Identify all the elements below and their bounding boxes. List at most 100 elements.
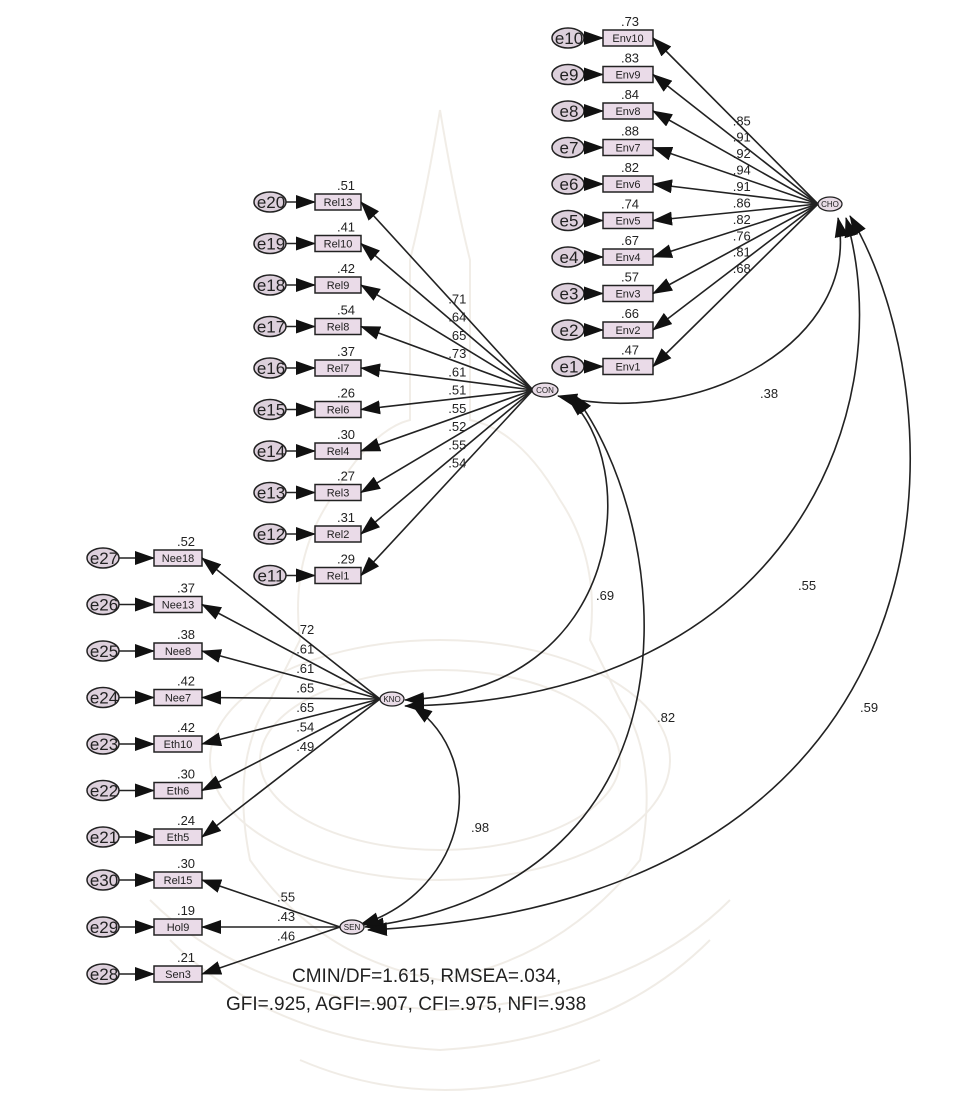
observed-label: Rel9 (327, 280, 350, 292)
corr-label-kno-sen: .98 (471, 820, 489, 835)
observed-label: Rel1 (327, 571, 350, 583)
loading-path (361, 390, 533, 534)
observed-label: Rel2 (327, 529, 350, 541)
r-squared-label: .30 (177, 767, 195, 782)
loading-path (202, 605, 380, 700)
observed-label: Rel8 (327, 322, 350, 334)
r-squared-label: .24 (177, 813, 195, 828)
loading-label: .49 (296, 739, 314, 754)
error-label: e25 (90, 642, 118, 661)
error-label: e5 (560, 212, 579, 231)
observed-label: Env4 (615, 252, 640, 264)
observed-label: Rel10 (324, 239, 353, 251)
observed-label: Sen3 (165, 969, 191, 981)
error-label: e26 (90, 596, 118, 615)
loading-label: .46 (277, 929, 295, 944)
loading-label: .61 (296, 661, 314, 676)
loading-label: .55 (448, 401, 466, 416)
error-label: e19 (257, 235, 285, 254)
r-squared-label: .41 (337, 220, 355, 235)
loading-label: .82 (733, 212, 751, 227)
observed-label: Nee18 (162, 553, 194, 565)
error-label: e22 (90, 782, 118, 801)
error-label: e1 (560, 358, 579, 377)
corr-label-cho-con: .38 (760, 386, 778, 401)
error-label: e27 (90, 549, 118, 568)
error-label: e2 (560, 321, 579, 340)
loading-label: .65 (296, 680, 314, 695)
error-label: e23 (90, 735, 118, 754)
observed-label: Env3 (615, 289, 640, 301)
r-squared-label: .82 (621, 160, 639, 175)
loading-label: .68 (733, 261, 751, 276)
error-label: e13 (257, 484, 285, 503)
loading-label: .61 (296, 641, 314, 656)
error-label: e4 (560, 248, 579, 267)
loading-label: .55 (277, 889, 295, 904)
loading-label: .92 (733, 146, 751, 161)
correlation-arc-cho-con (558, 218, 840, 403)
observed-label: Rel15 (164, 875, 193, 887)
observed-label: Env9 (615, 70, 640, 82)
loading-label: .52 (448, 419, 466, 434)
r-squared-label: .88 (621, 124, 639, 139)
loading-path (361, 368, 533, 390)
error-label: e8 (560, 102, 579, 121)
loading-path (361, 285, 533, 390)
latent-cho: CHO (818, 197, 842, 211)
error-label: e21 (90, 828, 118, 847)
error-label: e17 (257, 318, 285, 337)
error-label: e7 (560, 139, 579, 158)
latent-con: CON (532, 383, 558, 397)
r-squared-label: .38 (177, 627, 195, 642)
r-squared-label: .42 (177, 720, 195, 735)
observed-label: Eth10 (164, 739, 193, 751)
error-label: e15 (257, 401, 285, 420)
r-squared-label: .19 (177, 903, 195, 918)
latent-sen: SEN (340, 920, 364, 934)
observed-label: Env1 (615, 362, 640, 374)
error-label: e10 (555, 29, 583, 48)
loading-label: .94 (733, 163, 751, 178)
r-squared-label: .51 (337, 178, 355, 193)
error-label: e18 (257, 276, 285, 295)
loading-path (361, 390, 533, 576)
loading-label: .85 (733, 113, 751, 128)
r-squared-label: .29 (337, 552, 355, 567)
fit-indices-line-2: GFI=.925, AGFI=.907, CFI=.975, NFI=.938 (226, 994, 586, 1015)
r-squared-label: .30 (177, 856, 195, 871)
observed-label: Nee7 (165, 693, 191, 705)
observed-label: Rel13 (324, 197, 353, 209)
loading-path (361, 327, 533, 391)
observed-label: Nee13 (162, 600, 194, 612)
loading-label: .54 (448, 456, 466, 471)
loading-path (202, 699, 380, 837)
r-squared-label: .42 (177, 674, 195, 689)
svg-text:CON: CON (536, 386, 554, 395)
error-label: e16 (257, 359, 285, 378)
loading-label: .51 (448, 383, 466, 398)
loading-label: .91 (733, 179, 751, 194)
r-squared-label: .27 (337, 469, 355, 484)
r-squared-label: .47 (621, 343, 639, 358)
correlation-arc-kno-sen (360, 706, 459, 925)
corr-label-con-kno: .69 (596, 588, 614, 603)
loading-label: .76 (733, 228, 751, 243)
loading-label: .65 (448, 328, 466, 343)
r-squared-label: .66 (621, 306, 639, 321)
r-squared-label: .37 (177, 581, 195, 596)
observed-label: Env8 (615, 106, 640, 118)
r-squared-label: .83 (621, 51, 639, 66)
error-label: e9 (560, 66, 579, 85)
correlation-arc-con-kno (405, 398, 608, 700)
r-squared-label: .26 (337, 386, 355, 401)
loading-label: .81 (733, 245, 751, 260)
observed-label: Env2 (615, 325, 640, 337)
observed-label: Env6 (615, 179, 640, 191)
loading-label: .43 (277, 909, 295, 924)
observed-label: Rel6 (327, 405, 350, 417)
loading-label: .65 (296, 700, 314, 715)
loading-path (202, 699, 380, 744)
r-squared-label: .84 (621, 87, 639, 102)
